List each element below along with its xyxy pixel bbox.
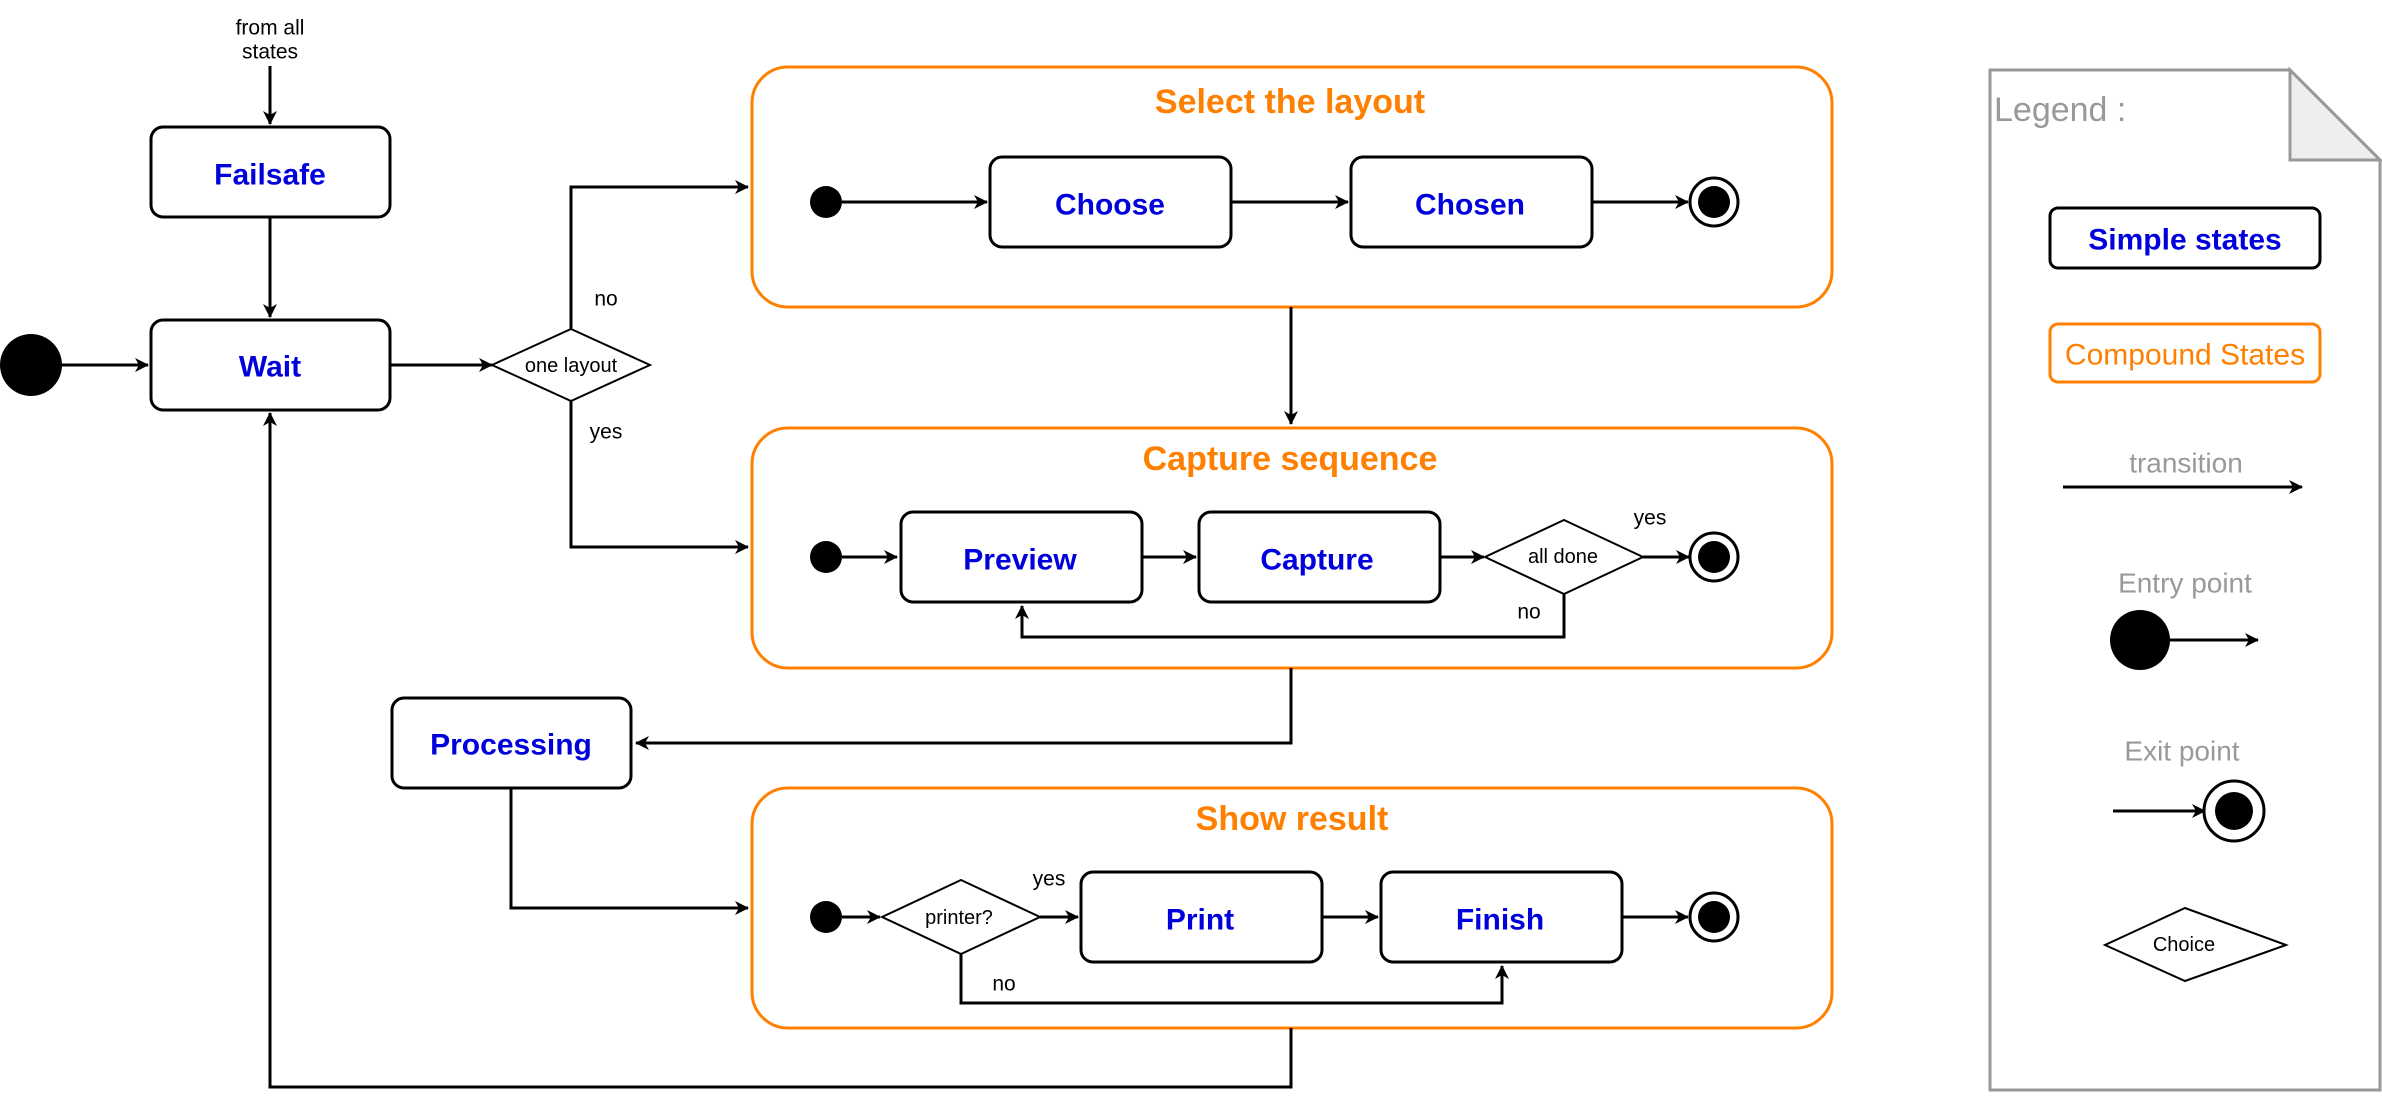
- state-failsafe[interactable]: Failsafe: [149, 125, 392, 219]
- compound-capture-sequence: Capture sequence Preview Capture all don…: [750, 426, 1834, 670]
- compound-capture-sequence-title: Capture sequence: [1143, 440, 1438, 478]
- capture-sequence-exit-point: [1688, 531, 1740, 583]
- state-processing[interactable]: Processing: [390, 696, 633, 790]
- legend-exit-point-label: Exit point: [2124, 736, 2239, 767]
- choice-printer-label: printer?: [925, 907, 993, 929]
- capture-sequence-entry-point: [810, 541, 842, 573]
- legend-title: Legend :: [1994, 91, 2126, 129]
- state-finish-label: Finish: [1456, 904, 1544, 937]
- compound-select-layout-title: Select the layout: [1155, 83, 1425, 121]
- state-choose-label: Choose: [1055, 189, 1165, 222]
- legend-simple-state: Simple states: [2048, 206, 2322, 270]
- compound-show-result: Show result printer? yes no Print Finish: [750, 786, 1834, 1030]
- choice-all-done-label: all done: [1528, 546, 1598, 568]
- state-processing-label: Processing: [430, 729, 592, 762]
- legend-entry-dot: [2110, 610, 2170, 670]
- select-layout-exit-point: [1688, 176, 1740, 228]
- state-capture[interactable]: Capture: [1197, 510, 1442, 604]
- edge-label-all-done-no: no: [1517, 601, 1540, 624]
- show-result-exit-point: [1688, 891, 1740, 943]
- state-chosen[interactable]: Chosen: [1349, 155, 1594, 249]
- initial-entry-point: [0, 334, 62, 396]
- choice-one-layout-label: one layout: [525, 355, 618, 377]
- compound-select-layout: Select the layout Choose Chosen: [750, 65, 1834, 309]
- edge-printer-no: [959, 954, 1509, 1005]
- legend-compound-state-label: Compound States: [2065, 339, 2305, 372]
- edge-one-layout-yes: [569, 401, 749, 554]
- edge-label-one-layout-yes: yes: [590, 421, 623, 444]
- state-failsafe-label: Failsafe: [214, 159, 326, 192]
- edge-capture-to-processing: [635, 668, 1293, 750]
- edge-all-done-no: [1015, 594, 1566, 639]
- legend-transition-label: transition: [2129, 448, 2243, 479]
- choice-one-layout[interactable]: one layout: [489, 327, 653, 403]
- from-all-states-note-line2: states: [242, 41, 298, 64]
- compound-show-result-title: Show result: [1196, 800, 1389, 838]
- edge-one-layout-no: [569, 180, 749, 329]
- select-layout-entry-point: [810, 186, 842, 218]
- edge-processing-to-show-result: [509, 788, 749, 915]
- state-capture-label: Capture: [1260, 544, 1373, 577]
- state-preview-label: Preview: [963, 544, 1077, 577]
- edge-label-one-layout-no: no: [594, 288, 617, 311]
- legend-exit-symbol: [2202, 779, 2266, 843]
- state-choose[interactable]: Choose: [988, 155, 1233, 249]
- state-finish[interactable]: Finish: [1379, 870, 1624, 964]
- state-print[interactable]: Print: [1079, 870, 1324, 964]
- legend-compound-state: Compound States: [2048, 322, 2322, 384]
- state-wait-label: Wait: [239, 351, 301, 384]
- from-all-states-note-line1: from all: [236, 17, 305, 40]
- legend-entry-point-label: Entry point: [2118, 568, 2252, 599]
- legend-choice-label: Choice: [2153, 934, 2215, 956]
- legend-folded-corner: [2288, 66, 2382, 162]
- state-print-label: Print: [1166, 904, 1234, 937]
- legend-choice-symbol: Choice: [2102, 906, 2289, 983]
- state-chosen-label: Chosen: [1415, 189, 1525, 222]
- state-preview[interactable]: Preview: [899, 510, 1144, 604]
- state-wait[interactable]: Wait: [149, 318, 392, 412]
- legend-simple-state-label: Simple states: [2088, 224, 2281, 257]
- edge-label-printer-yes: yes: [1033, 868, 1066, 891]
- legend-panel: Legend : Simple states Compound States t…: [1988, 66, 2382, 1092]
- show-result-entry-point: [810, 901, 842, 933]
- edge-label-all-done-yes: yes: [1634, 507, 1667, 530]
- edge-show-result-to-wait: [263, 412, 1293, 1089]
- edge-label-printer-no: no: [992, 973, 1015, 996]
